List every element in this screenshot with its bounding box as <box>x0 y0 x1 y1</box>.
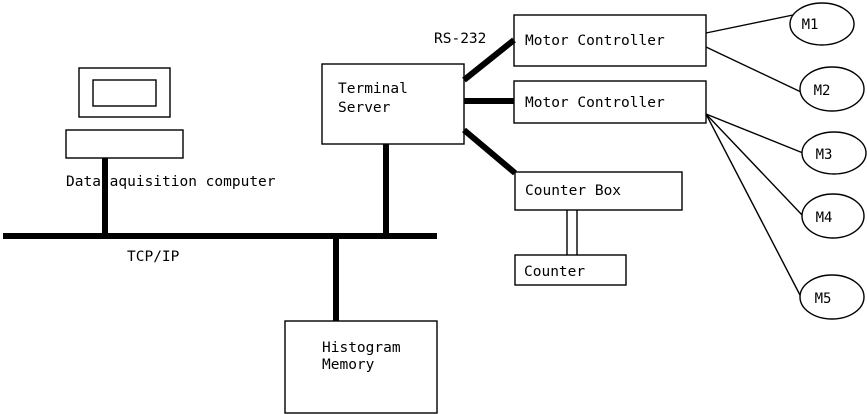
counter-box <box>514 254 627 286</box>
terminal-server-label-line2: Server <box>338 100 391 116</box>
data-acquisition-computer-label: Data aquisition computer <box>66 174 276 190</box>
terminal-server-label-line1: Terminal <box>338 81 408 97</box>
motor-m3-label: M3 <box>816 147 833 163</box>
motor-m5-label: M5 <box>815 291 832 307</box>
motor-controller-1-box <box>513 14 707 67</box>
tcpip-bus-label: TCP/IP <box>127 249 180 265</box>
motor-controller-1-label: Motor Controller <box>525 33 665 49</box>
counter-label: Counter <box>524 264 585 280</box>
motor-m2-label: M2 <box>814 83 831 99</box>
motor-m1-label: M1 <box>802 17 819 33</box>
motor-m3-ellipse <box>801 131 867 175</box>
histogram-memory-label-line2: Memory <box>322 357 375 373</box>
computer-base-unit <box>65 129 184 159</box>
histogram-memory-label-line1: Histogram <box>322 340 401 356</box>
link-motor-controller-2-to-m3 <box>705 113 804 154</box>
motor-m2-ellipse <box>799 66 865 112</box>
link-motor-controller-1-to-m2 <box>705 46 802 93</box>
link-motor-controller-2-to-m4 <box>705 113 804 217</box>
counter-box-label: Counter Box <box>525 183 621 199</box>
counter-box-box <box>514 171 683 211</box>
motor-m5-ellipse <box>799 274 865 320</box>
computer-monitor-screen <box>92 79 157 107</box>
link-motor-controller-1-to-m1 <box>705 14 794 34</box>
motor-m1-ellipse <box>789 2 855 46</box>
link-motor-controller-2-to-m5 <box>705 113 802 298</box>
motor-m4-label: M4 <box>816 210 833 226</box>
link-terminal-server-to-counter-box <box>462 127 517 176</box>
rs232-link-label: RS-232 <box>434 31 486 47</box>
motor-m4-ellipse <box>801 193 865 239</box>
link-terminal-server-to-motor-controller-1 <box>462 37 516 83</box>
histogram-memory-box <box>284 320 438 414</box>
terminal-server-box <box>321 63 465 145</box>
motor-controller-2-label: Motor Controller <box>525 95 665 111</box>
